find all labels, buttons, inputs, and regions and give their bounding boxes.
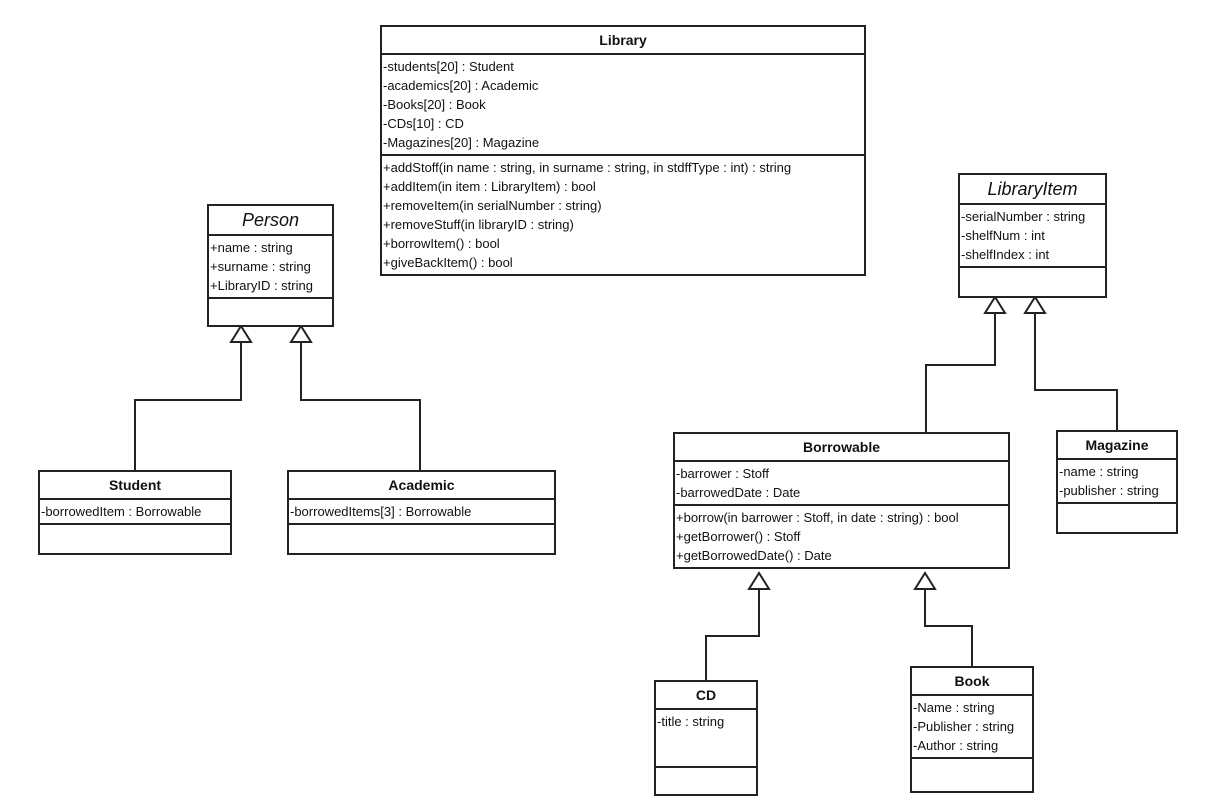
operations-section bbox=[960, 268, 1105, 296]
inheritance-arrowhead-borrowable-2 bbox=[913, 571, 937, 590]
operation: +getBorrower() : Stoff bbox=[676, 529, 801, 544]
attribute: -borrowedItem : Borrowable bbox=[41, 504, 202, 519]
attribute: -title : string bbox=[657, 714, 725, 729]
operations-section bbox=[1058, 504, 1176, 532]
class-name: CD bbox=[656, 682, 756, 710]
operations-section bbox=[289, 525, 554, 553]
inheritance-arrowhead-libraryitem-2 bbox=[1023, 295, 1047, 314]
inheritance-line-magazine-libraryitem bbox=[1034, 313, 1118, 430]
class-person[interactable]: Person +name : string +surname : string … bbox=[207, 204, 334, 327]
class-name: Magazine bbox=[1058, 432, 1176, 460]
attributes-section: -students[20] : Student -academics[20] :… bbox=[382, 55, 864, 156]
inheritance-arrowhead-libraryitem bbox=[983, 295, 1007, 314]
attribute: -shelfNum : int bbox=[961, 228, 1045, 243]
inheritance-arrowhead-person bbox=[229, 324, 253, 343]
attributes-section: -borrowedItems[3] : Borrowable bbox=[289, 500, 554, 525]
class-student[interactable]: Student -borrowedItem : Borrowable bbox=[38, 470, 232, 555]
inheritance-arrowhead-person-2 bbox=[289, 324, 313, 343]
attributes-section: -borrowedItem : Borrowable bbox=[40, 500, 230, 525]
operation: +removeItem(in serialNumber : string) bbox=[383, 198, 602, 213]
class-name: LibraryItem bbox=[960, 175, 1105, 205]
class-book[interactable]: Book -Name : string -Publisher : string … bbox=[910, 666, 1034, 793]
attribute: -Name : string bbox=[913, 700, 995, 715]
attribute: -Author : string bbox=[913, 738, 999, 753]
attribute: -barrowedDate : Date bbox=[676, 485, 801, 500]
inheritance-line-academic-person bbox=[300, 342, 421, 470]
class-name: Book bbox=[912, 668, 1032, 696]
operations-section bbox=[40, 525, 230, 553]
attribute: -shelfIndex : int bbox=[961, 247, 1050, 262]
operation: +borrow(in barrower : Stoff, in date : s… bbox=[676, 510, 959, 525]
operation: +giveBackItem() : bool bbox=[383, 255, 513, 270]
operation: +addStoff(in name : string, in surname :… bbox=[383, 160, 792, 175]
attribute: -barrower : Stoff bbox=[676, 466, 769, 481]
operations-section bbox=[912, 759, 1032, 791]
class-name: Library bbox=[382, 27, 864, 55]
attribute: -academics[20] : Academic bbox=[383, 78, 539, 93]
operations-section: +borrow(in barrower : Stoff, in date : s… bbox=[675, 506, 1008, 567]
inheritance-line-student-person bbox=[134, 342, 242, 470]
class-name: Borrowable bbox=[675, 434, 1008, 462]
class-library[interactable]: Library -students[20] : Student -academi… bbox=[380, 25, 866, 276]
operation: +getBorrowedDate() : Date bbox=[676, 548, 832, 563]
inheritance-arrowhead-borrowable bbox=[747, 571, 771, 590]
class-magazine[interactable]: Magazine -name : string -publisher : str… bbox=[1056, 430, 1178, 534]
attributes-section: -name : string -publisher : string bbox=[1058, 460, 1176, 504]
attribute: -Books[20] : Book bbox=[383, 97, 486, 112]
class-borrowable[interactable]: Borrowable -barrower : Stoff -barrowedDa… bbox=[673, 432, 1010, 569]
inheritance-line-cd-borrowable bbox=[705, 589, 760, 680]
attribute: -serialNumber : string bbox=[961, 209, 1086, 224]
class-cd[interactable]: CD -title : string bbox=[654, 680, 758, 796]
attribute: -CDs[10] : CD bbox=[383, 116, 464, 131]
operations-section: +addStoff(in name : string, in surname :… bbox=[382, 156, 864, 274]
attribute: -borrowedItems[3] : Borrowable bbox=[290, 504, 472, 519]
class-name: Student bbox=[40, 472, 230, 500]
attribute: -Publisher : string bbox=[913, 719, 1015, 734]
attributes-section: -title : string bbox=[656, 710, 756, 768]
attributes-section: -serialNumber : string -shelfNum : int -… bbox=[960, 205, 1105, 268]
attribute: -students[20] : Student bbox=[383, 59, 514, 74]
attribute: -name : string bbox=[1059, 464, 1139, 479]
inheritance-line-borrowable-libraryitem bbox=[925, 313, 996, 432]
attribute: +LibraryID : string bbox=[210, 278, 313, 293]
attribute: +surname : string bbox=[210, 259, 311, 274]
inheritance-line-book-borrowable bbox=[924, 589, 973, 666]
operation: +borrowItem() : bool bbox=[383, 236, 500, 251]
attribute: -publisher : string bbox=[1059, 483, 1159, 498]
class-libraryitem[interactable]: LibraryItem -serialNumber : string -shel… bbox=[958, 173, 1107, 298]
class-name: Person bbox=[209, 206, 332, 236]
operation: +removeStuff(in libraryID : string) bbox=[383, 217, 574, 232]
operations-section bbox=[209, 299, 332, 325]
attribute: -Magazines[20] : Magazine bbox=[383, 135, 540, 150]
attributes-section: +name : string +surname : string +Librar… bbox=[209, 236, 332, 299]
class-name: Academic bbox=[289, 472, 554, 500]
operations-section bbox=[656, 768, 756, 794]
attribute: +name : string bbox=[210, 240, 293, 255]
attributes-section: -Name : string -Publisher : string -Auth… bbox=[912, 696, 1032, 759]
attributes-section: -barrower : Stoff -barrowedDate : Date bbox=[675, 462, 1008, 506]
operation: +addItem(in item : LibraryItem) : bool bbox=[383, 179, 596, 194]
class-academic[interactable]: Academic -borrowedItems[3] : Borrowable bbox=[287, 470, 556, 555]
